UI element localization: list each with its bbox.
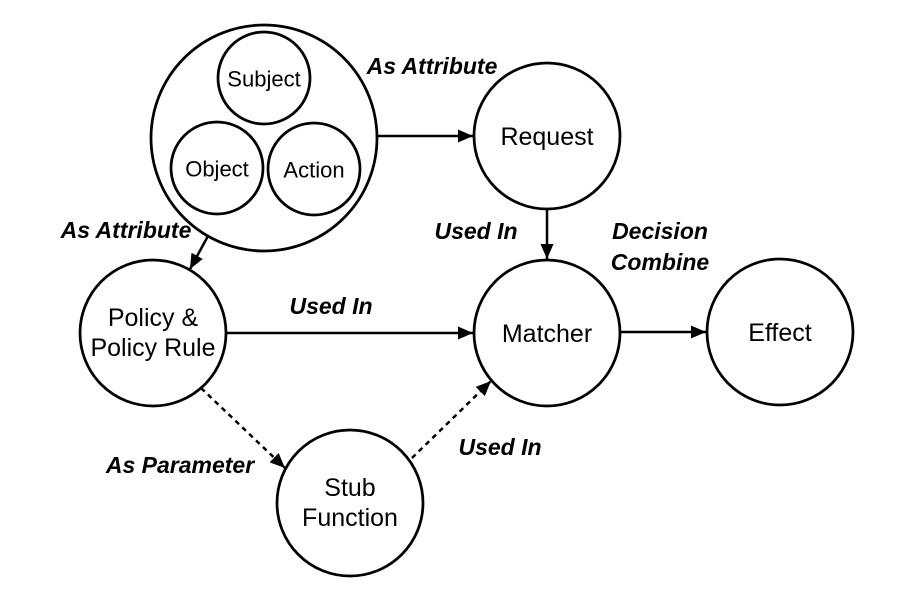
node-stub-label-line1: Stub (324, 474, 375, 502)
node-subject (216, 30, 312, 126)
edge-label-used-in-policy: Used In (289, 293, 372, 319)
edge-label-as-attribute-top: As Attribute (366, 53, 498, 79)
node-subject-label: Subject (227, 67, 300, 92)
node-action-label: Action (283, 158, 344, 183)
node-object (169, 120, 265, 216)
edge-label-decision-line2: Combine (611, 249, 710, 275)
edge-label-decision-line1: Decision (612, 218, 708, 244)
edge-policy-to-stub (200, 387, 286, 469)
node-stub-label-line2: Function (302, 504, 398, 532)
node-action (266, 121, 362, 217)
node-request-label: Request (500, 123, 593, 151)
edge-attributes-to-policy (188, 235, 210, 270)
node-policy-label-line2: Policy Rule (90, 334, 215, 362)
node-object-label: Object (185, 157, 249, 182)
node-policy-label-line1: Policy & (108, 304, 199, 332)
node-matcher (472, 258, 622, 408)
node-stub-function (275, 428, 425, 578)
node-matcher-label: Matcher (502, 320, 592, 348)
edge-label-as-attribute-left: As Attribute (60, 217, 192, 243)
node-request (472, 61, 622, 211)
edge-label-as-parameter: As Parameter (105, 452, 255, 478)
node-policy (78, 258, 228, 408)
edge-label-used-in-request: Used In (434, 218, 517, 244)
node-effect-label: Effect (748, 319, 812, 347)
edge-label-used-in-stub: Used In (458, 434, 541, 460)
node-effect (705, 257, 855, 407)
